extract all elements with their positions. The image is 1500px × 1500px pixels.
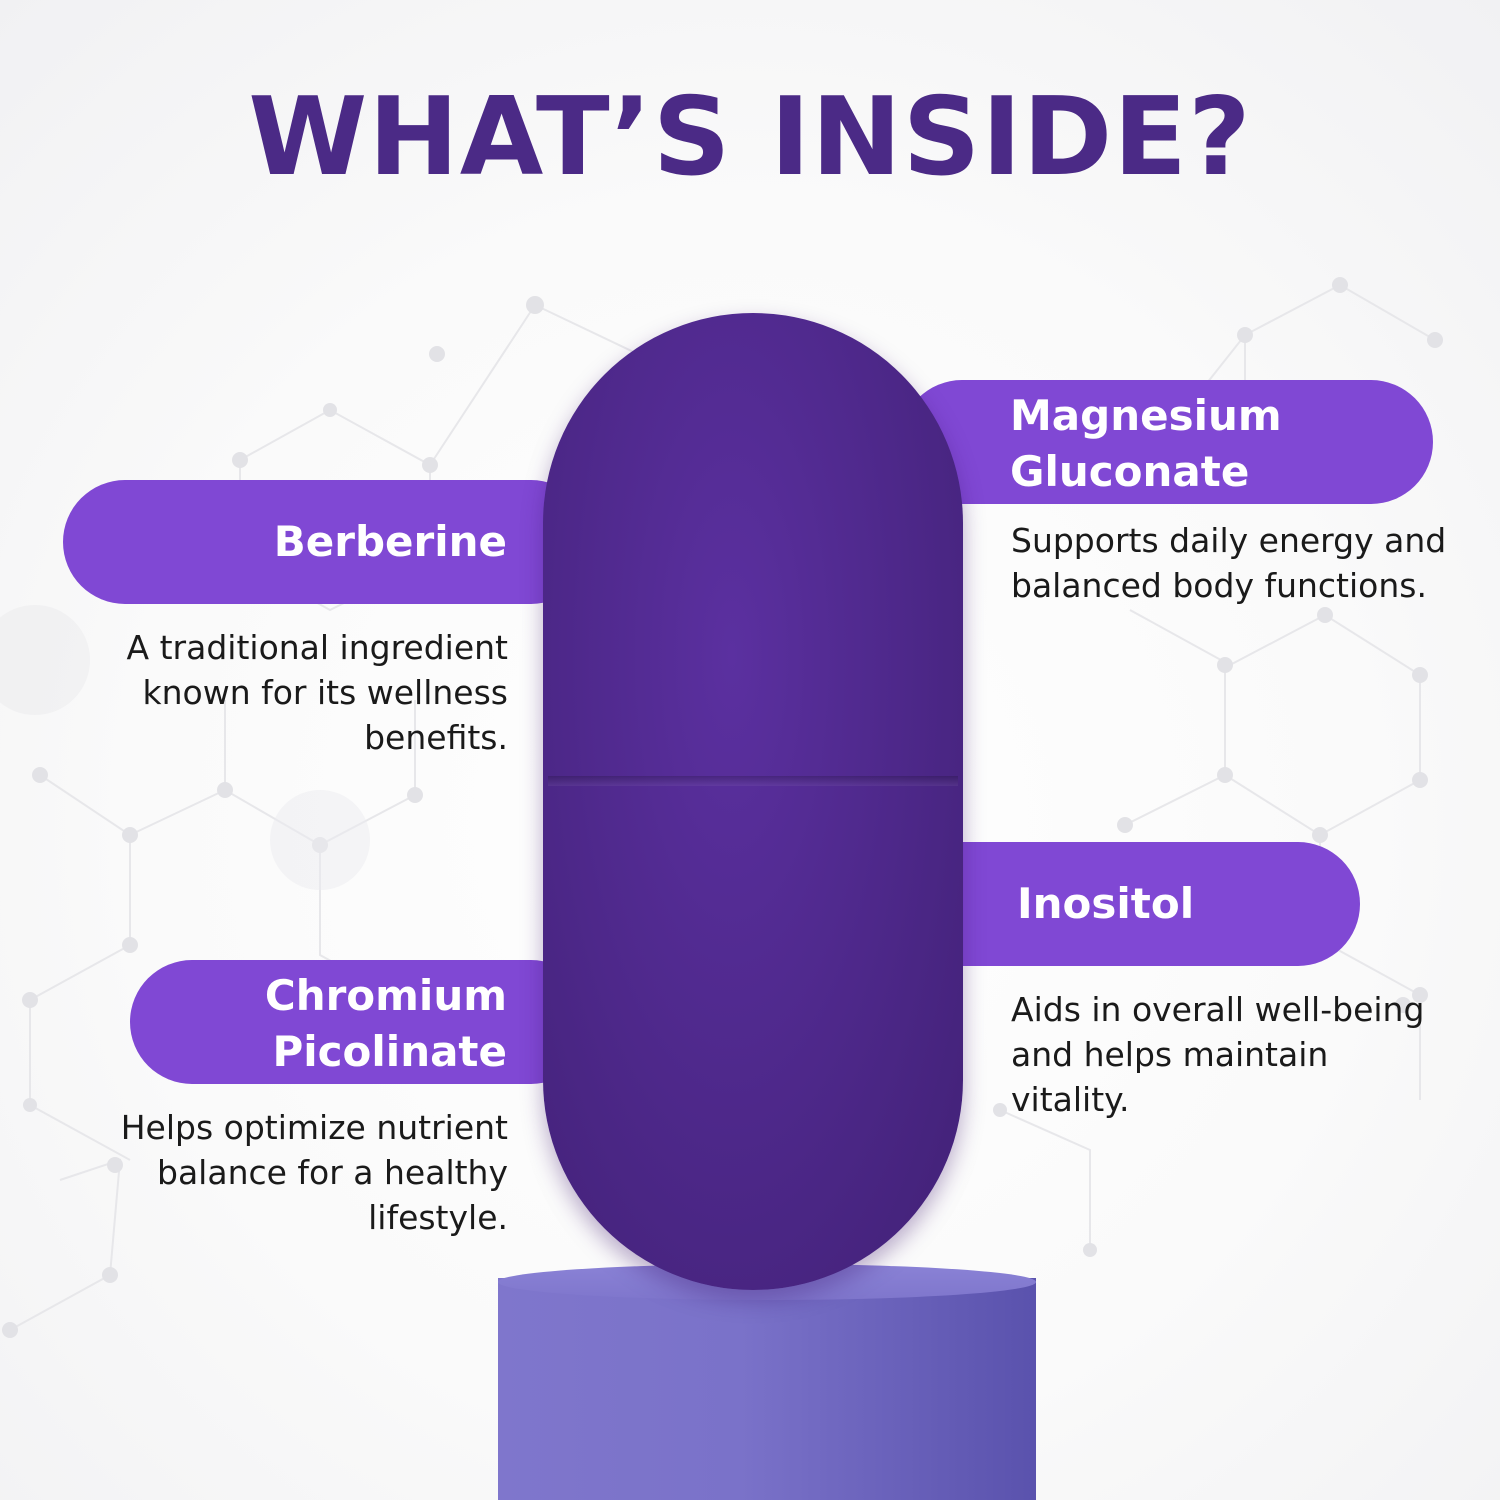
berberine-description: A traditional ingredient known for its w… [126, 628, 508, 757]
chromium-picolinate-description: Helps optimize nutrient balance for a he… [120, 1108, 508, 1237]
chromium-picolinate-label: Chromium Picolinate [130, 960, 593, 1084]
berberine-label: Berberine [63, 480, 593, 604]
page-title: WHAT’S INSIDE? [248, 75, 1252, 200]
inositol-name: Inositol [1017, 879, 1195, 928]
magnesium-gluconate-name: Magnesium Gluconate [1010, 391, 1282, 496]
inositol-description: Aids in overall well-being and helps mai… [1011, 990, 1425, 1119]
magnesium-gluconate-label: Magnesium Gluconate [900, 380, 1433, 504]
berberine-name: Berberine [273, 517, 507, 566]
chromium-picolinate-name: Chromium Picolinate [264, 971, 507, 1076]
supplement-tablet-image [543, 313, 963, 1290]
magnesium-gluconate-description: Supports daily energy and balanced body … [1011, 521, 1447, 605]
tablet-score-line [548, 776, 958, 786]
pedestal [498, 1278, 1036, 1500]
inositol-label: Inositol [900, 842, 1360, 966]
